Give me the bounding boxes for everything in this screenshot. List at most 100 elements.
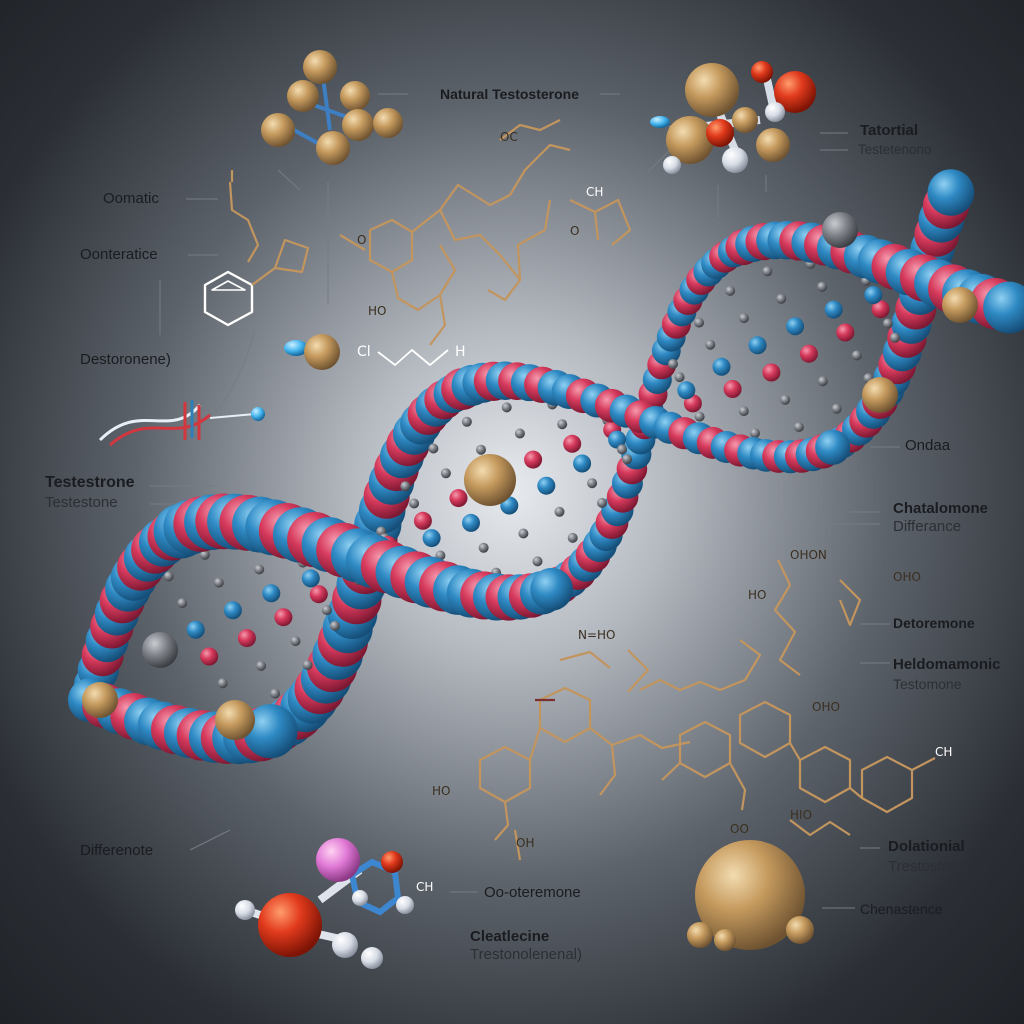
helix-accent-bead: [942, 287, 978, 323]
helix-rung-bead: [501, 402, 512, 413]
helix-rung-bead: [476, 444, 486, 455]
helix-rung-bead: [780, 394, 791, 405]
formula-n-ho: N=HO: [578, 628, 616, 642]
orange-atom-cluster: [650, 61, 816, 174]
helix-rung-bead: [882, 318, 893, 329]
formula-ch-top: CH: [586, 185, 604, 199]
helix-rung-bead: [617, 444, 627, 455]
helix-rung-bead: [705, 339, 716, 350]
helix-rung-bead: [738, 313, 749, 324]
helix-rung-bead: [851, 350, 862, 361]
helix-rung-bead: [608, 430, 627, 449]
red-pink-molecule: [235, 838, 414, 969]
helix-rung-bead: [817, 376, 828, 387]
formula-ch-bottom: CH: [416, 880, 434, 894]
formula-oh-bottom: OH: [516, 836, 535, 850]
helix-rung-bead: [274, 608, 293, 627]
helix-rung-bead: [587, 478, 598, 489]
helix-rung-bead: [557, 419, 568, 430]
helix-rung-bead: [329, 620, 340, 631]
formula-ho-bottom: HO: [432, 784, 451, 798]
helix-accent-bead: [215, 700, 255, 740]
formula-oho: OHO: [893, 570, 921, 584]
label-oonteratice: Oonteratice: [80, 246, 158, 263]
formula-ho-mid: HO: [748, 588, 767, 602]
label-tatortial: Tatortial: [860, 122, 919, 139]
helix-rung-bead: [409, 498, 420, 509]
helix-rung-bead: [301, 569, 320, 588]
helix-rung-bead: [518, 528, 529, 539]
formula-oo-right: OO: [730, 822, 749, 836]
helix-rung-bead: [776, 293, 787, 304]
dna-ribbon-icon: [98, 400, 265, 447]
helix-rung-bead: [213, 577, 224, 588]
label-testosterone-main: Testestrone: [45, 474, 135, 491]
helix-rung-bead: [177, 598, 188, 609]
formula-hio: HIO: [790, 808, 813, 822]
formula-cl-left: Cl: [357, 344, 371, 360]
label-differenote: Differenote: [80, 842, 154, 859]
helix-bead-front: [815, 429, 851, 465]
helix-rung-bead: [256, 660, 266, 671]
label-chenastence: Chenastence: [860, 901, 943, 917]
helix-rung-bead: [524, 450, 543, 469]
formula-ohon: OHON: [790, 548, 827, 562]
helix-rung-bead: [532, 556, 543, 567]
helix-rung-bead: [262, 584, 281, 603]
label-detoremone: Detoremone: [893, 615, 975, 631]
label-ondaa: Ondaa: [905, 437, 951, 454]
tan-blob-molecule: [687, 840, 814, 951]
label-chatalomone: Chatalomone: [893, 500, 989, 517]
helix-rung-bead: [738, 406, 749, 417]
helix-rung-bead: [478, 542, 489, 553]
helix-rung-bead: [461, 416, 472, 427]
helix-rung-bead: [199, 549, 210, 560]
label-heldomamonic: Heldomamonic: [893, 656, 1001, 673]
helix-rung-bead: [462, 513, 480, 532]
formula-oh-right: OHO: [812, 700, 840, 714]
helix-rung-bead: [762, 363, 781, 382]
helix-rung-bead: [694, 317, 705, 328]
helix-rung-bead: [831, 403, 842, 414]
formula-o-top: O: [570, 224, 580, 238]
label-natural-testosterone: Natural Testosterone: [440, 86, 579, 102]
helix-rung-bead: [890, 332, 900, 343]
helix-rung-bead: [694, 411, 705, 422]
helix-accent-bead: [862, 377, 898, 413]
label-testomone: Testomone: [893, 676, 962, 692]
helix-rung-bead: [413, 511, 432, 530]
helix-rung-bead: [237, 629, 256, 648]
helix-rung-bead: [200, 647, 219, 666]
helix-rung-bead: [725, 285, 736, 296]
label-dolationial: Dolationial: [888, 838, 965, 855]
helix-rung-bead: [537, 476, 556, 495]
helix-rung-bead: [400, 481, 411, 492]
helix-rung-bead: [748, 336, 767, 355]
helix-bead-back: [927, 169, 975, 216]
helix-rung-bead: [750, 428, 760, 439]
label-testetenono: Testetenono: [858, 142, 932, 157]
formula-ho-left: HO: [368, 304, 387, 318]
helix-bead-front: [243, 704, 298, 759]
helix-rung-bead: [786, 317, 805, 336]
formula-ch-right: CH: [935, 745, 953, 759]
helix-bead-front: [983, 281, 1024, 334]
tan-atom-cluster: [261, 50, 403, 165]
label-testosterone-sub: Testestone: [45, 494, 118, 511]
helix-rung-bead: [622, 454, 632, 465]
helix-rung-bead: [254, 564, 265, 575]
helix-rung-bead: [163, 571, 174, 582]
helix-rung-bead: [762, 266, 773, 277]
helix-rung-bead: [824, 300, 843, 319]
helix-rung-bead: [567, 532, 578, 543]
helix-rung-bead: [223, 601, 242, 620]
double-helix: [68, 169, 1024, 765]
formula-o-left: O: [357, 233, 367, 247]
helix-rung-bead: [674, 372, 685, 383]
helix-gray-bead: [142, 632, 178, 668]
label-destoronene: Destoronene): [80, 351, 171, 368]
label-oo-oteremone: Oo-oteremone: [484, 884, 581, 901]
helix-rung-bead: [217, 678, 228, 689]
helix-accent-bead: [82, 682, 118, 718]
